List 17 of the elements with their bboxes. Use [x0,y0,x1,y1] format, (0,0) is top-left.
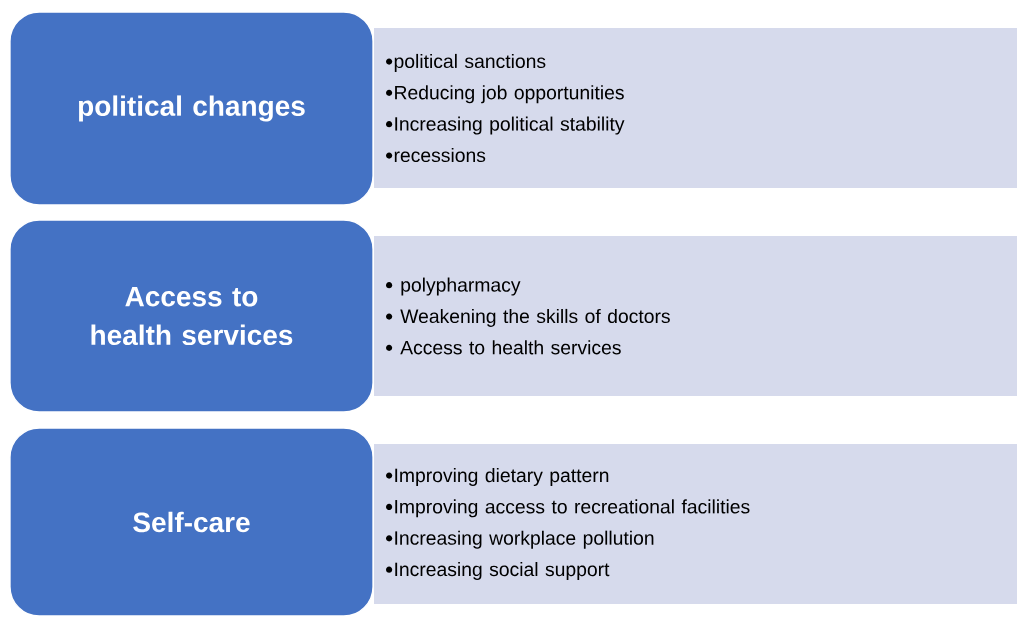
list-item: polypharmacy [401,277,521,296]
heading-box: Access to health services [9,219,374,413]
list-item: Increasing political stability [395,116,625,135]
heading-box: political changes [9,11,374,206]
list-item: Increasing social support [395,562,610,580]
list-item: recessions [394,147,486,163]
list-item: Improving dietary pattern [395,468,609,486]
heading-box: Self-care [9,427,374,617]
list-panel [374,444,1017,604]
list-panel [374,236,1017,396]
list-panel [374,28,1017,188]
list-item: Improving access to recreational facilities [395,499,750,518]
list-item: Access to health services [400,340,621,355]
list-item: Reducing job opportunities [395,85,624,104]
list-item: Increasing workplace pollution [395,530,654,549]
list-item: political sanctions [394,53,546,72]
list-item: Weakening the skills of doctors [400,308,670,327]
